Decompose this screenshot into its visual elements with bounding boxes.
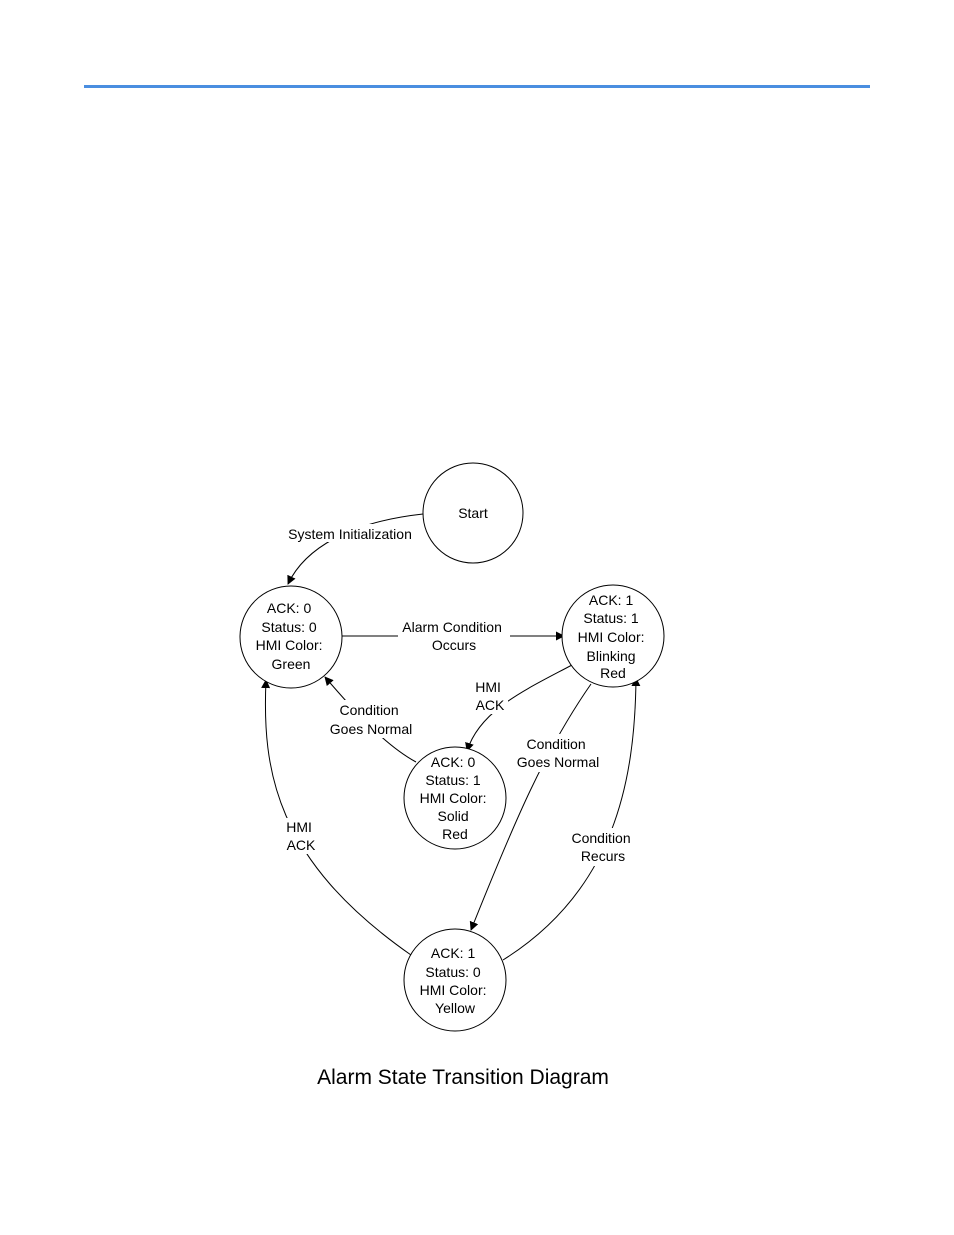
label-line: Condition	[571, 830, 630, 846]
diagram-caption: Alarm State Transition Diagram	[317, 1066, 609, 1089]
label-condition-normal-from-alarm: Condition Goes Normal	[517, 736, 599, 770]
label-line: System Initialization	[288, 526, 412, 542]
state-line: Status: 1	[425, 772, 480, 788]
state-line: Start	[458, 505, 488, 521]
state-line: Solid	[437, 808, 468, 824]
state-line: ACK: 0	[267, 600, 312, 616]
state-line: HMI Color:	[420, 790, 487, 806]
label-system-initialization: System Initialization	[288, 526, 412, 542]
label-line: Condition	[339, 702, 398, 718]
label-line: ACK	[287, 837, 316, 853]
state-line: Status: 0	[261, 619, 316, 635]
state-line: Yellow	[435, 1000, 476, 1016]
state-line: Green	[272, 656, 311, 672]
state-returned-yellow: ACK: 1 Status: 0 HMI Color: Yellow	[403, 928, 507, 1032]
svg-text:ACK: 0 Status: 0 H: ACK: 0 Status: 0 HMI Color: Green	[256, 600, 327, 672]
label-line: Condition	[526, 736, 585, 752]
edge-condition-normal-from-alarm	[469, 683, 592, 931]
svg-text:ACK: 1 Status: 0 H: ACK: 1 Status: 0 HMI Color: Yellow	[420, 945, 491, 1016]
label-alarm-condition-occurs: Alarm Condition Occurs	[402, 619, 506, 653]
state-line: Red	[442, 826, 468, 842]
label-line: HMI	[286, 819, 312, 835]
header-rule	[84, 85, 870, 88]
state-line: HMI Color:	[256, 637, 323, 653]
state-line: ACK: 1	[589, 592, 634, 608]
state-line: HMI Color:	[420, 982, 487, 998]
label-line: ACK	[476, 697, 505, 713]
svg-text:Start: Start	[458, 505, 488, 521]
state-line: Status: 0	[425, 964, 480, 980]
state-line: Status: 1	[583, 610, 638, 626]
state-line: Blinking	[587, 648, 636, 664]
label-line: Goes Normal	[330, 721, 412, 737]
state-start: Start	[422, 462, 524, 564]
label-hmi-ack-alarm: HMI ACK	[475, 679, 505, 713]
edge-condition-recurs	[502, 677, 641, 961]
state-line: Red	[600, 665, 626, 681]
svg-text:ACK: 0 Status: 1 H: ACK: 0 Status: 1 HMI Color: Solid Red	[420, 754, 491, 842]
label-condition-normal-from-acked: Condition Goes Normal	[330, 702, 412, 737]
label-line: Occurs	[432, 637, 476, 653]
state-alarm-blinking-red: ACK: 1 Status: 1 HMI Color: Blinking Red	[561, 584, 665, 688]
state-line: ACK: 0	[431, 754, 476, 770]
state-acked-solid-red: ACK: 0 Status: 1 HMI Color: Solid Red	[403, 746, 507, 850]
label-line: Goes Normal	[517, 754, 599, 770]
svg-text:ACK: 1 Status: 1 H: ACK: 1 Status: 1 HMI Color: Blinking Red	[578, 592, 649, 681]
label-line: Alarm Condition	[402, 619, 502, 635]
edge-hmi-ack-returned	[261, 679, 412, 956]
label-hmi-ack-returned: HMI ACK	[286, 819, 316, 853]
label-line: Recurs	[581, 848, 625, 864]
state-normal-green: ACK: 0 Status: 0 HMI Color: Green	[239, 585, 343, 689]
state-line: HMI Color:	[578, 629, 645, 645]
label-line: HMI	[475, 679, 501, 695]
state-line: ACK: 1	[431, 945, 476, 961]
label-condition-recurs: Condition Recurs	[571, 830, 634, 864]
